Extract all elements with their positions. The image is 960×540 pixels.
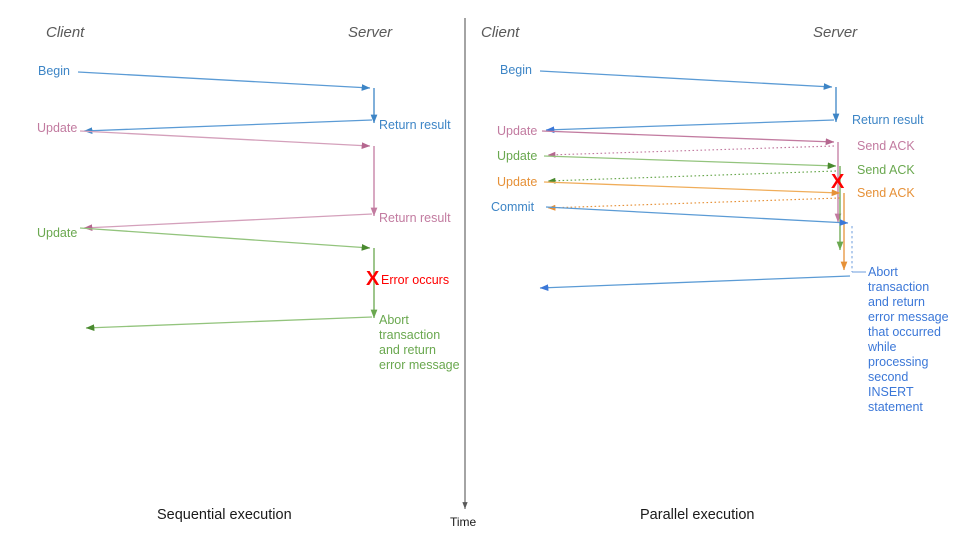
left-actor-client: Client <box>46 24 85 41</box>
time-axis-label: Time <box>450 515 477 529</box>
error-x-icon-left: X <box>366 268 380 290</box>
arrow-update-green-request <box>79 227 371 251</box>
arrow-update-green-request-r <box>543 155 837 170</box>
arrow-send-ack-orange <box>547 197 841 211</box>
right-message-return-result: Return result <box>852 113 924 127</box>
arrow-begin-request <box>77 71 371 91</box>
right-message-begin: Begin <box>500 63 532 77</box>
arrow-commit-request <box>545 206 849 226</box>
arrow-return-result-blue <box>83 119 373 135</box>
left-message-update-1: Update <box>37 121 78 135</box>
right-actor-server: Server <box>813 24 858 41</box>
arrow-update-orange-request-r <box>543 181 841 197</box>
arrow-return-result-blue-r <box>545 119 835 134</box>
left-panel-caption: Sequential execution <box>157 507 292 523</box>
arrow-return-result-pink <box>83 213 373 231</box>
right-message-update-3: Update <box>497 175 538 189</box>
arrow-send-ack-pink <box>547 145 835 158</box>
right-panel-caption: Parallel execution <box>640 507 755 523</box>
right-actor-client: Client <box>481 24 520 41</box>
left-message-return-result-2: Return result <box>379 211 451 225</box>
right-message-send-ack-2: Send ACK <box>857 163 915 177</box>
left-message-return-result-1: Return result <box>379 118 451 132</box>
arrow-begin-request-r <box>539 70 833 90</box>
right-message-send-ack-3: Send ACK <box>857 186 915 200</box>
arrow-abort-green <box>85 316 373 332</box>
arrow-abort-blue <box>539 275 851 292</box>
arrow-send-ack-green <box>547 170 837 184</box>
right-message-update-2: Update <box>497 149 538 163</box>
left-message-update-2: Update <box>37 226 78 240</box>
left-error-label: Error occurs <box>381 273 450 287</box>
left-message-begin: Begin <box>38 64 70 78</box>
error-x-icon-right: X <box>831 171 845 193</box>
right-message-update-1: Update <box>497 124 538 138</box>
right-message-commit: Commit <box>491 200 535 214</box>
left-actor-server: Server <box>348 24 393 41</box>
arrow-update-pink-request <box>79 130 371 149</box>
left-panel-arrows <box>77 71 378 332</box>
arrow-update-pink-request-r <box>541 130 835 146</box>
right-message-send-ack-1: Send ACK <box>857 139 915 153</box>
right-panel-arrows <box>539 70 866 292</box>
